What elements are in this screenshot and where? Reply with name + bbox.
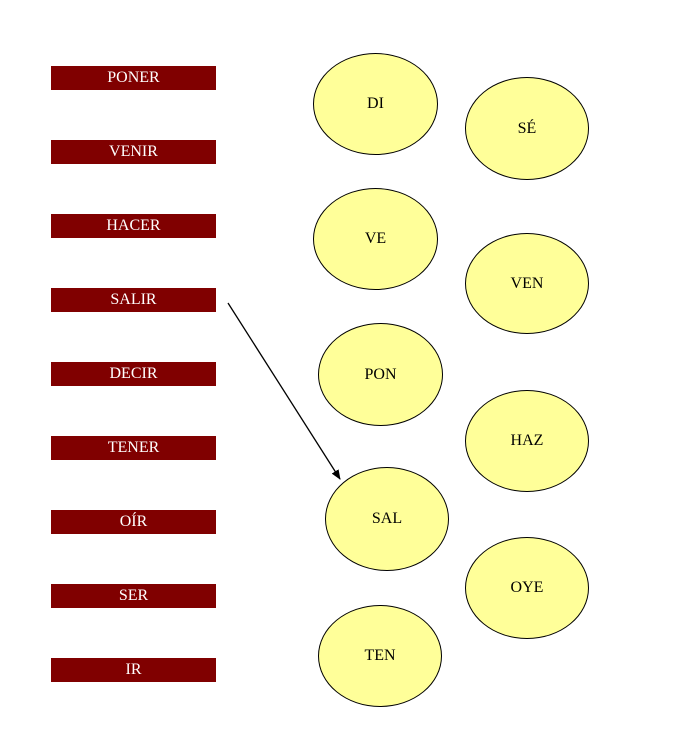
bubble-sal[interactable]: SAL [325, 467, 449, 571]
verb-box-decir[interactable]: DECIR [51, 362, 216, 386]
bubble-di[interactable]: DI [313, 53, 438, 155]
bubble-ven[interactable]: VEN [465, 233, 589, 334]
verb-box-ir[interactable]: IR [51, 658, 216, 682]
bubble-haz[interactable]: HAZ [465, 390, 589, 492]
verb-box-ser[interactable]: SER [51, 584, 216, 608]
verb-box-hacer[interactable]: HACER [51, 214, 216, 238]
bubble-se[interactable]: SÉ [465, 77, 589, 180]
bubble-pon[interactable]: PON [318, 323, 443, 426]
bubble-ve[interactable]: VE [313, 188, 438, 290]
verb-box-salir[interactable]: SALIR [51, 288, 216, 312]
verb-box-venir[interactable]: VENIR [51, 140, 216, 164]
bubble-ten[interactable]: TEN [318, 605, 442, 707]
bubble-oye[interactable]: OYE [465, 537, 589, 639]
verb-box-oir[interactable]: OÍR [51, 510, 216, 534]
verb-box-poner[interactable]: PONER [51, 66, 216, 90]
verb-box-tener[interactable]: TENER [51, 436, 216, 460]
